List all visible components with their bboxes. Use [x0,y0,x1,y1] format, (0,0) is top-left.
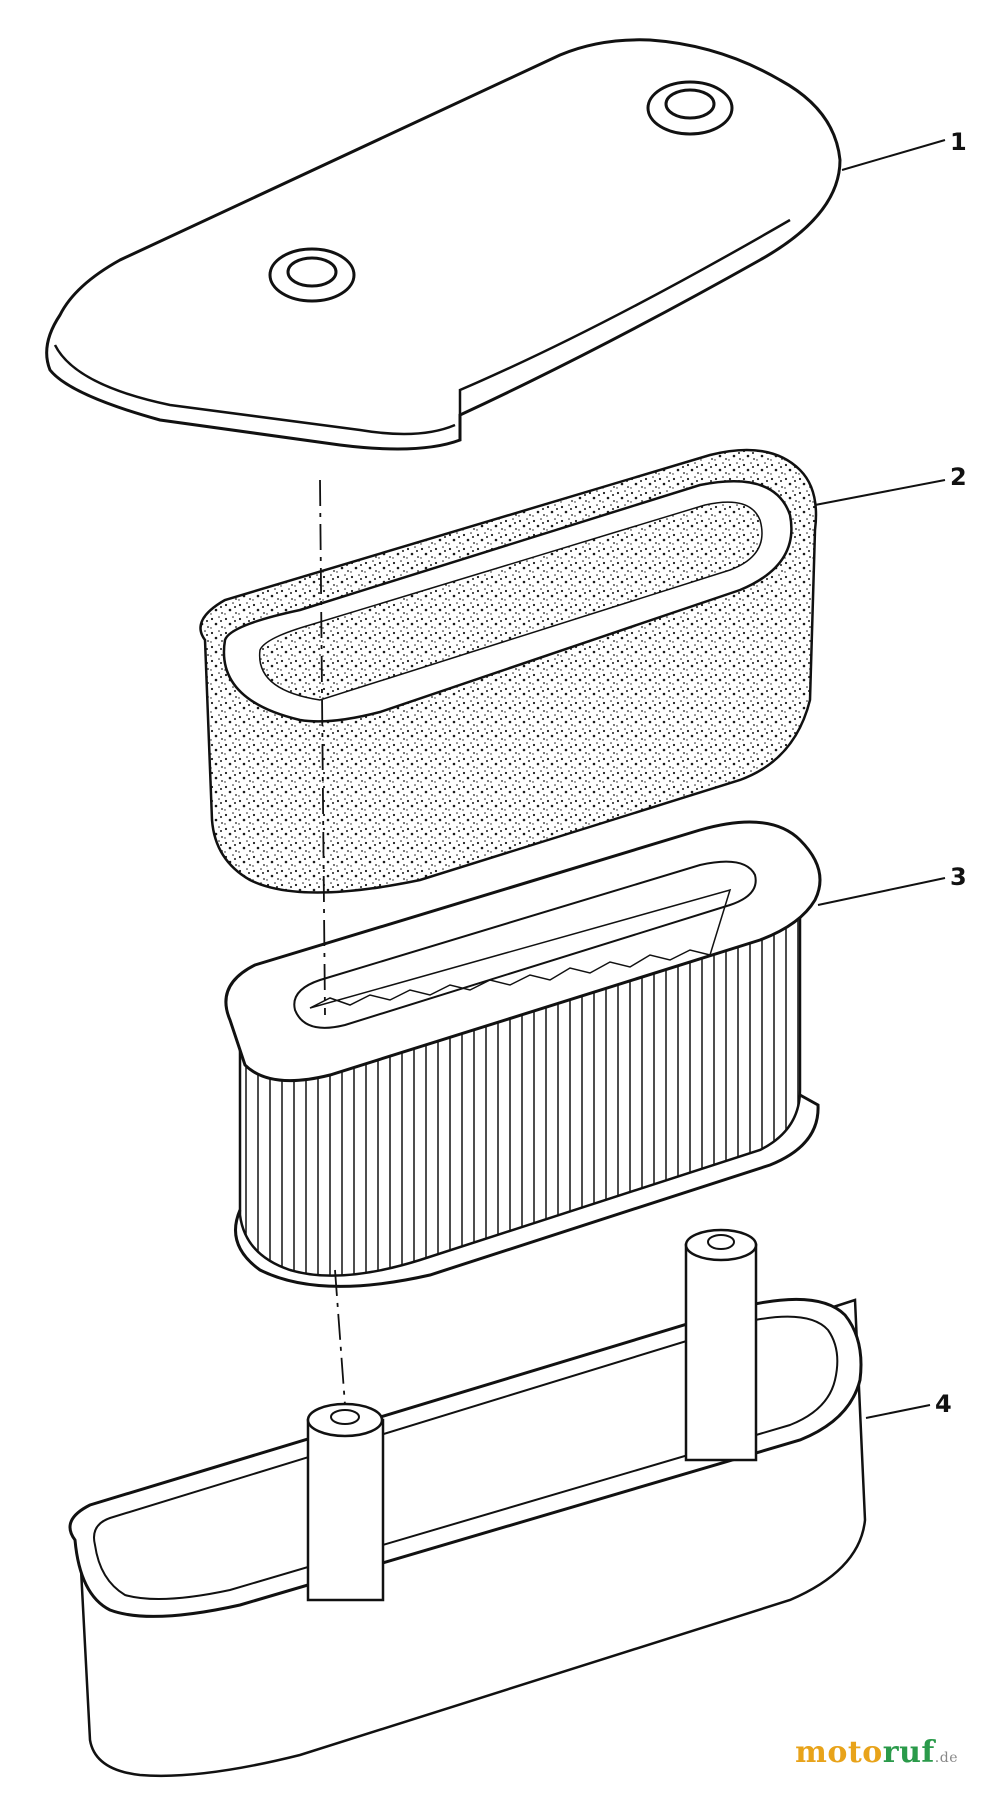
leader-line-2 [814,479,946,506]
paper-filter-cartridge [224,820,946,1288]
watermark-logo: motoruf.de [795,1735,958,1770]
alignment-line-lower [334,1269,346,1406]
leader-line-3 [817,877,946,906]
callout-part-3: 3 [950,863,967,891]
base-post-right [684,1243,758,1462]
leader-line-1 [841,139,946,171]
callout-part-2: 2 [950,463,967,491]
leader-line-4 [865,1404,931,1419]
alignment-line-upper [319,479,326,1016]
watermark-brand-a: moto [795,1735,883,1770]
cover-boss-right [646,80,734,136]
watermark-brand-b: ruf [882,1735,935,1770]
callout-part-1: 1 [950,128,967,156]
base-post-left [306,1418,385,1602]
watermark-suffix: .de [934,1750,958,1766]
callout-part-4: 4 [935,1390,952,1418]
air-cleaner-base [68,1228,931,1778]
cover-boss-left [268,247,356,303]
foam-pre-cleaner [199,448,946,894]
air-cleaner-cover [45,38,946,451]
